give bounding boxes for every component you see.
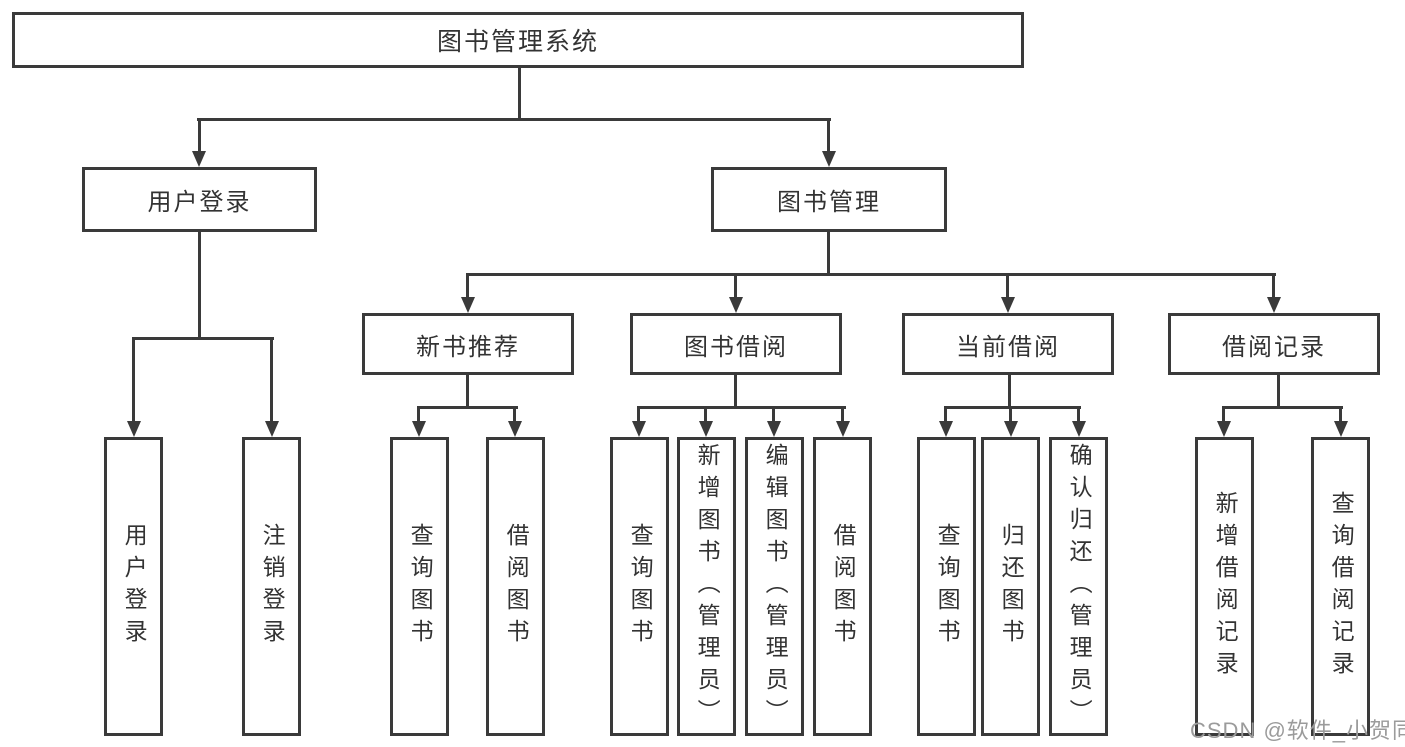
arrow-shaft xyxy=(1339,409,1342,423)
connector-bar-level2 xyxy=(197,118,831,121)
arrowhead-icon xyxy=(1001,297,1015,313)
arrowhead-icon xyxy=(822,151,836,167)
arrow-shaft xyxy=(132,340,135,423)
arrow-shaft xyxy=(704,409,707,423)
arrow-shaft xyxy=(734,276,737,299)
leaf-add-book-admin-label: 新增图书（管理员） xyxy=(694,442,721,731)
leaf-query-books-borrow: 查询图书 xyxy=(610,437,669,736)
connector-bar-user-login xyxy=(132,337,274,340)
node-current-borrow-label: 当前借阅 xyxy=(956,333,1060,361)
arrow-shaft xyxy=(198,121,201,153)
leaf-query-books-current-label: 查询图书 xyxy=(934,522,961,651)
connector-bar-book-borrow xyxy=(637,406,846,409)
arrow-shaft xyxy=(417,409,420,423)
arrowhead-icon xyxy=(836,421,850,437)
connector-stem-current-borrow xyxy=(1008,375,1011,409)
leaf-add-book-admin: 新增图书（管理员） xyxy=(677,437,736,736)
leaf-add-borrow-record: 新增借阅记录 xyxy=(1195,437,1254,736)
leaf-query-books-borrow-label: 查询图书 xyxy=(627,522,654,651)
arrowhead-icon xyxy=(699,421,713,437)
node-user-login: 用户登录 xyxy=(82,167,317,232)
leaf-return-book: 归还图书 xyxy=(981,437,1040,736)
leaf-confirm-return-admin: 确认归还（管理员） xyxy=(1049,437,1108,736)
leaf-user-login: 用户登录 xyxy=(104,437,163,736)
leaf-borrow-books-recommend: 借阅图书 xyxy=(486,437,545,736)
arrowhead-icon xyxy=(127,421,141,437)
leaf-edit-book-admin-label: 编辑图书（管理员） xyxy=(762,442,789,731)
connector-stem-book-borrow xyxy=(734,375,737,409)
leaf-query-borrow-record: 查询借阅记录 xyxy=(1311,437,1370,736)
arrowhead-icon xyxy=(939,421,953,437)
arrowhead-icon xyxy=(1334,421,1348,437)
node-new-book-recommend: 新书推荐 xyxy=(362,313,574,375)
connector-stem-root xyxy=(518,68,521,121)
leaf-borrow-books: 借阅图书 xyxy=(813,437,872,736)
arrow-shaft xyxy=(513,409,516,423)
node-book-borrow-label: 图书借阅 xyxy=(684,333,788,361)
arrow-shaft xyxy=(637,409,640,423)
node-borrow-records-label: 借阅记录 xyxy=(1222,333,1326,361)
arrowhead-icon xyxy=(265,421,279,437)
leaf-borrow-books-recommend-label: 借阅图书 xyxy=(503,522,530,651)
arrowhead-icon xyxy=(192,151,206,167)
leaf-borrow-books-label: 借阅图书 xyxy=(830,522,857,651)
node-book-management-label: 图书管理 xyxy=(777,189,881,216)
connector-bar-level3 xyxy=(466,273,1276,276)
arrow-shaft xyxy=(1009,409,1012,423)
arrow-shaft xyxy=(1006,276,1009,299)
arrowhead-icon xyxy=(1004,421,1018,437)
leaf-query-books-recommend-label: 查询图书 xyxy=(407,522,434,651)
arrow-shaft xyxy=(1077,409,1080,423)
node-root-label: 图书管理系统 xyxy=(436,28,599,56)
arrowhead-icon xyxy=(508,421,522,437)
connector-stem-new-book-recommend xyxy=(466,375,469,409)
connector-bar-borrow-records xyxy=(1222,406,1343,409)
arrow-shaft xyxy=(841,409,844,423)
arrow-shaft xyxy=(772,409,775,423)
node-book-borrow: 图书借阅 xyxy=(630,313,842,375)
connector-stem-user-login xyxy=(198,232,201,340)
arrowhead-icon xyxy=(729,297,743,313)
arrow-shaft xyxy=(944,409,947,423)
leaf-logout-label: 注销登录 xyxy=(259,522,286,651)
leaf-query-books-current: 查询图书 xyxy=(917,437,976,736)
arrow-shaft xyxy=(1222,409,1225,423)
node-book-management: 图书管理 xyxy=(711,167,947,232)
leaf-query-borrow-record-label: 查询借阅记录 xyxy=(1328,490,1355,683)
arrowhead-icon xyxy=(1267,297,1281,313)
node-root: 图书管理系统 xyxy=(12,12,1024,68)
leaf-edit-book-admin: 编辑图书（管理员） xyxy=(745,437,804,736)
arrowhead-icon xyxy=(412,421,426,437)
leaf-logout: 注销登录 xyxy=(242,437,301,736)
leaf-confirm-return-admin-label: 确认归还（管理员） xyxy=(1066,442,1093,731)
arrowhead-icon xyxy=(632,421,646,437)
leaf-user-login-label: 用户登录 xyxy=(121,522,148,651)
node-borrow-records: 借阅记录 xyxy=(1168,313,1380,375)
arrowhead-icon xyxy=(1072,421,1086,437)
arrowhead-icon xyxy=(767,421,781,437)
arrow-shaft xyxy=(827,121,830,153)
arrowhead-icon xyxy=(461,297,475,313)
connector-bar-current-borrow xyxy=(944,406,1081,409)
node-current-borrow: 当前借阅 xyxy=(902,313,1114,375)
arrow-shaft xyxy=(270,340,273,423)
arrowhead-icon xyxy=(1217,421,1231,437)
connector-stem-borrow-records xyxy=(1277,375,1280,409)
watermark: CSDN @软件_小贺同学 xyxy=(1190,718,1405,743)
node-new-book-recommend-label: 新书推荐 xyxy=(416,333,520,361)
leaf-query-books-recommend: 查询图书 xyxy=(390,437,449,736)
connector-stem-book-management xyxy=(827,232,830,276)
leaf-add-borrow-record-label: 新增借阅记录 xyxy=(1212,490,1239,683)
arrow-shaft xyxy=(466,276,469,299)
leaf-return-book-label: 归还图书 xyxy=(998,522,1025,651)
node-user-login-label: 用户登录 xyxy=(147,189,252,216)
arrow-shaft xyxy=(1272,276,1275,299)
connector-bar-new-book-recommend xyxy=(417,406,518,409)
